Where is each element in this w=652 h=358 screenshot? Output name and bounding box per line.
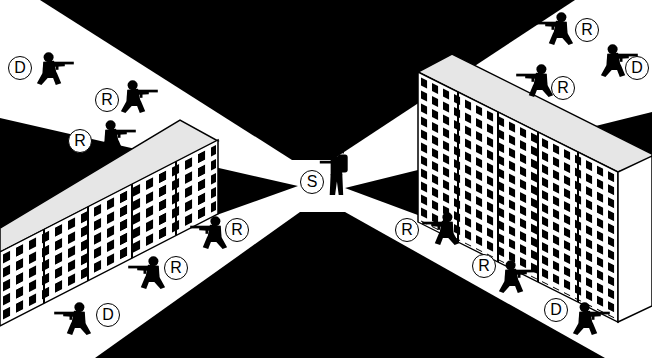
wall-joint bbox=[457, 92, 459, 242]
unit-marker: R bbox=[395, 218, 419, 242]
unit-marker: R bbox=[575, 18, 599, 42]
wall-joint bbox=[87, 207, 89, 281]
unit-letter: D bbox=[631, 60, 643, 76]
soldier bbox=[516, 64, 553, 97]
facade bbox=[0, 140, 218, 326]
unit-marker: R bbox=[551, 76, 575, 100]
soldier bbox=[37, 52, 74, 85]
wall-joint bbox=[43, 229, 45, 303]
unit-marker: D bbox=[96, 303, 120, 327]
right-building bbox=[418, 54, 652, 322]
windows bbox=[2, 143, 216, 323]
wall bbox=[418, 72, 618, 322]
soldier bbox=[128, 256, 165, 289]
soldier bbox=[573, 302, 610, 335]
wall bbox=[0, 140, 218, 326]
wall-joint bbox=[577, 152, 579, 302]
unit-letter: R bbox=[101, 92, 113, 108]
unit-marker: R bbox=[472, 254, 496, 278]
unit-letter: R bbox=[478, 258, 490, 274]
facade bbox=[418, 72, 618, 322]
wall-joint bbox=[537, 132, 539, 282]
unit-marker: D bbox=[544, 298, 568, 322]
soldier bbox=[422, 212, 459, 245]
unit-letter: R bbox=[170, 260, 182, 276]
left-building bbox=[0, 120, 218, 326]
wall-joint bbox=[131, 184, 133, 258]
soldier bbox=[121, 80, 158, 113]
soldier bbox=[536, 12, 573, 45]
wall-joint bbox=[175, 162, 177, 236]
scout-soldier bbox=[320, 141, 348, 195]
wall-joint bbox=[497, 112, 499, 262]
unit-letter: D bbox=[550, 302, 562, 318]
unit-marker: D bbox=[8, 56, 32, 80]
unit-letter: D bbox=[14, 60, 26, 76]
soldier bbox=[499, 260, 536, 293]
unit-marker: S bbox=[300, 170, 324, 194]
soldier bbox=[99, 120, 136, 153]
unit-marker: D bbox=[625, 56, 649, 80]
unit-marker: R bbox=[95, 88, 119, 112]
unit-marker: R bbox=[164, 256, 188, 280]
end-wall bbox=[618, 156, 652, 322]
unit-letter: R bbox=[401, 222, 413, 238]
windows bbox=[420, 75, 616, 319]
unit-letter: R bbox=[557, 80, 569, 96]
unit-letter: D bbox=[102, 307, 114, 323]
unit-marker: R bbox=[225, 218, 249, 242]
unit-letter: R bbox=[231, 222, 243, 238]
soldier bbox=[54, 302, 91, 335]
unit-letter: R bbox=[581, 22, 593, 38]
unit-letter: R bbox=[74, 133, 86, 149]
unit-marker: R bbox=[68, 129, 92, 153]
soldier bbox=[190, 216, 227, 249]
unit-letter: S bbox=[307, 174, 318, 190]
